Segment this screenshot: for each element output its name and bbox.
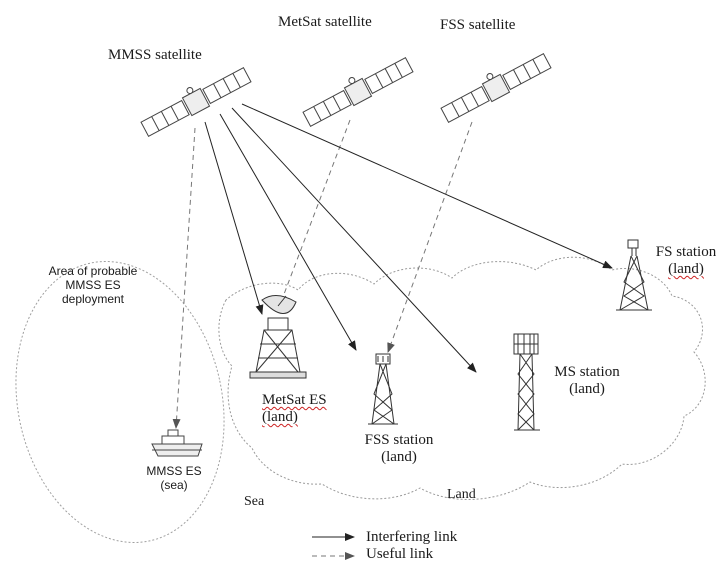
fss-station-line1: FSS station (364, 432, 434, 448)
interfering-link-to-fss-station (219, 113, 357, 351)
useful-link-metsat-to-metsat-es (277, 119, 351, 311)
mmss-es-ship-icon (151, 429, 203, 457)
fs-station-line1: FS station (655, 244, 717, 260)
fs-station-label: FS station (land) (652, 244, 720, 278)
ms-station-tower-icon (513, 333, 540, 431)
interfering-link-to-metsat-es (204, 121, 264, 315)
ms-station-line2: (land) (569, 381, 605, 397)
metsat-es-label: MetSat ES (land) (262, 392, 327, 426)
mmss-es-line1: MMSS ES (146, 464, 202, 478)
ms-station-label: MS station (land) (548, 364, 626, 398)
deployment-area-line2: MMSS ES (65, 278, 121, 292)
metsat-es-line1: MetSat ES (262, 392, 327, 408)
fss-station-line2: (land) (381, 449, 417, 465)
fss-station-label: FSS station (land) (352, 432, 446, 466)
deployment-area-line3: deployment (61, 292, 125, 306)
fss-satellite-icon (440, 53, 552, 123)
legend-useful-label: Useful link (366, 546, 434, 562)
deployment-area-label: Area of probable MMSS ES deployment (30, 264, 156, 306)
fss-station-tower-icon (368, 353, 398, 425)
mmss-satellite-label: MMSS satellite (108, 47, 202, 63)
useful-link-fss-to-fss-station (387, 121, 473, 353)
fss-satellite-label: FSS satellite (440, 17, 516, 33)
interfering-link-to-ms-station (231, 107, 477, 373)
metsat-es-line2: (land) (262, 409, 298, 425)
interfering-link-to-fs-station (241, 103, 613, 269)
mmss-es-label: MMSS ES (sea) (134, 464, 214, 492)
mmss-satellite-icon (140, 67, 252, 137)
metsat-es-dish-icon (249, 295, 307, 379)
metsat-satellite-icon (302, 57, 414, 127)
land-region-outline (218, 256, 706, 500)
metsat-satellite-label: MetSat satellite (278, 14, 372, 30)
useful-link-mmss-to-mmss-es (172, 127, 196, 429)
deployment-area-line1: Area of probable (48, 264, 138, 278)
fs-station-line2: (land) (668, 261, 704, 277)
ms-station-line1: MS station (554, 364, 620, 380)
land-label: Land (447, 487, 476, 502)
fs-station-tower-icon (616, 239, 652, 311)
sea-label: Sea (244, 494, 265, 509)
legend-interfering-label: Interfering link (366, 529, 458, 545)
deployment-area-outline (15, 260, 225, 544)
mmss-es-line2: (sea) (160, 478, 188, 492)
